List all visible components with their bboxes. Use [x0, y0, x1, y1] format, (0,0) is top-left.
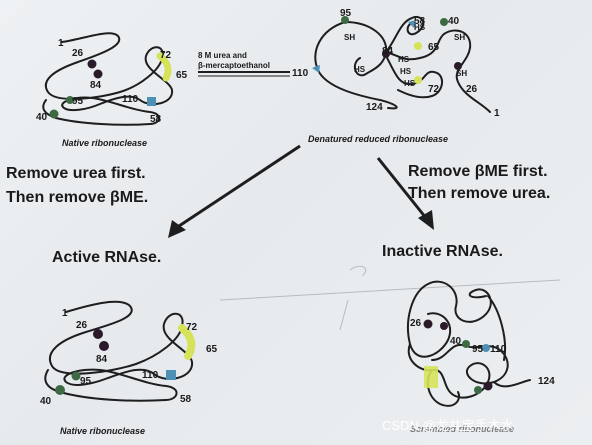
csdn-watermark: CSDN @龙共宝手木水: [382, 418, 514, 433]
arrow-head-inactive: [418, 210, 434, 230]
native-top-disulfide-dot: [66, 96, 74, 104]
residue-label: 72: [428, 84, 440, 95]
denatured-thiol-dot: [382, 50, 390, 58]
denatured-thiol-dot: [454, 62, 462, 70]
arrow-label-urea: 8 M urea and: [198, 51, 247, 60]
residue-label: 95: [80, 376, 92, 387]
arrow-head-active: [168, 220, 186, 238]
denatured-thiol-dot: [414, 42, 422, 50]
thiol-label: SH: [456, 69, 467, 78]
thiol-label: HS: [400, 67, 412, 76]
scrambled-dot: [423, 319, 433, 329]
residue-label: 26: [410, 318, 422, 329]
residue-label: 58: [150, 114, 162, 125]
arrow-to-active: [175, 144, 301, 230]
residue-label: 124: [538, 376, 555, 387]
scrambled-chain: [407, 280, 531, 407]
residue-label: 110: [490, 344, 507, 355]
residue-label: 40: [448, 16, 460, 27]
native-bottom-caption: Native ribonuclease: [60, 426, 145, 436]
native-ribonuclease-bottom: 1 26 84 72 65 95 110 40 58 Native ribonu…: [40, 300, 218, 436]
arrow-label-bme: β-mercaptoethanol: [198, 61, 270, 70]
residue-label: 58: [414, 16, 426, 27]
residue-label: 40: [36, 112, 48, 123]
native-ribonuclease-top: 1 26 84 72 65 95 110 40 58 Native ribonu…: [36, 32, 188, 148]
left-step-1: Remove urea first.: [6, 165, 146, 182]
denatured-caption: Denatured reduced ribonuclease: [308, 134, 448, 144]
denatured-thiol-dot: [341, 16, 349, 24]
residue-label: 110: [292, 68, 309, 79]
residue-label: 1: [62, 308, 68, 319]
residue-label: 26: [466, 84, 478, 95]
denatured-chain: [314, 16, 491, 113]
active-rnase-label: Active RNAse.: [52, 249, 161, 266]
native-top-disulfide-dot: [87, 59, 97, 69]
native-bottom-chain: [44, 300, 194, 402]
native-top-disulfide-dot: [49, 109, 59, 119]
native-bottom-disulfide-dot: [71, 371, 81, 381]
native-top-chain: [42, 32, 174, 126]
denatured-thiol-dot: [414, 76, 422, 84]
native-bottom-disulfide-dot: [93, 329, 103, 339]
residue-label: 65: [428, 42, 440, 53]
residue-label: 58: [180, 394, 192, 405]
residue-label: 110: [142, 370, 159, 381]
residue-label: 124: [366, 102, 383, 113]
native-bottom-disulfide-dot: [99, 341, 109, 351]
residue-label: 26: [72, 48, 84, 59]
residue-label: 84: [90, 80, 102, 91]
native-bottom-disulfide-dot: [166, 370, 176, 380]
residue-label: 1: [58, 38, 64, 49]
residue-label: 40: [40, 396, 52, 407]
native-top-caption: Native ribonuclease: [62, 138, 147, 148]
inactive-rnase-label: Inactive RNAse.: [382, 243, 503, 260]
scrambled-dot: [462, 340, 470, 348]
scrambled-dot: [440, 322, 448, 330]
denatured-ribonuclease: 95 58 40 65 84 110 72 26 124 1 HS HS HS …: [292, 8, 500, 144]
native-bottom-disulfide-65-72: [178, 324, 196, 360]
thiol-label: HS: [354, 65, 366, 74]
native-top-disulfide-65-72: [156, 52, 172, 82]
residue-label: 72: [160, 50, 172, 61]
residue-label: 110: [122, 94, 139, 105]
residue-label: 95: [472, 344, 484, 355]
residue-label: 84: [96, 354, 108, 365]
scrambled-dot: [482, 344, 490, 352]
scrambled-caption: Scrambled ribonuclease: [410, 424, 514, 434]
right-step-2: Then remove urea.: [408, 185, 550, 202]
scrambled-ribonuclease: 26 40 95 110 124 Scrambled ribonuclease: [407, 280, 555, 434]
thiol-label: HS: [404, 79, 416, 88]
thiol-label: HS: [414, 23, 426, 32]
denature-arrow: 8 M urea and β-mercaptoethanol: [198, 51, 290, 77]
residue-label: 40: [450, 336, 462, 347]
thiol-label: SH: [344, 33, 355, 42]
denatured-thiol-dot: [440, 18, 448, 26]
split-arrows: [168, 144, 434, 238]
background-scribble: [219, 265, 561, 331]
denatured-thiol-dot: [312, 65, 320, 73]
residue-label: 26: [76, 320, 88, 331]
residue-label: 65: [176, 70, 188, 81]
residue-label: 1: [494, 108, 500, 119]
native-top-disulfide-dot: [147, 97, 156, 106]
native-bottom-disulfide-dot: [55, 385, 65, 395]
native-top-disulfide-dot: [93, 69, 103, 79]
thiol-label: HS: [398, 55, 410, 64]
scrambled-dot: [474, 386, 482, 394]
residue-label: 72: [186, 322, 198, 333]
residue-label: 84: [382, 46, 394, 57]
left-step-2: Then remove βME.: [6, 189, 148, 206]
scrambled-dot: [483, 381, 493, 391]
thiol-label: SH: [454, 33, 465, 42]
residue-label: 65: [206, 344, 218, 355]
arrow-to-inactive: [376, 157, 428, 219]
right-step-1: Remove βME first.: [408, 163, 548, 180]
residue-label: 95: [72, 96, 84, 107]
denatured-thiol-dot: [408, 20, 416, 28]
residue-label: 95: [340, 8, 352, 19]
scrambled-yellow-bond: [424, 366, 438, 388]
